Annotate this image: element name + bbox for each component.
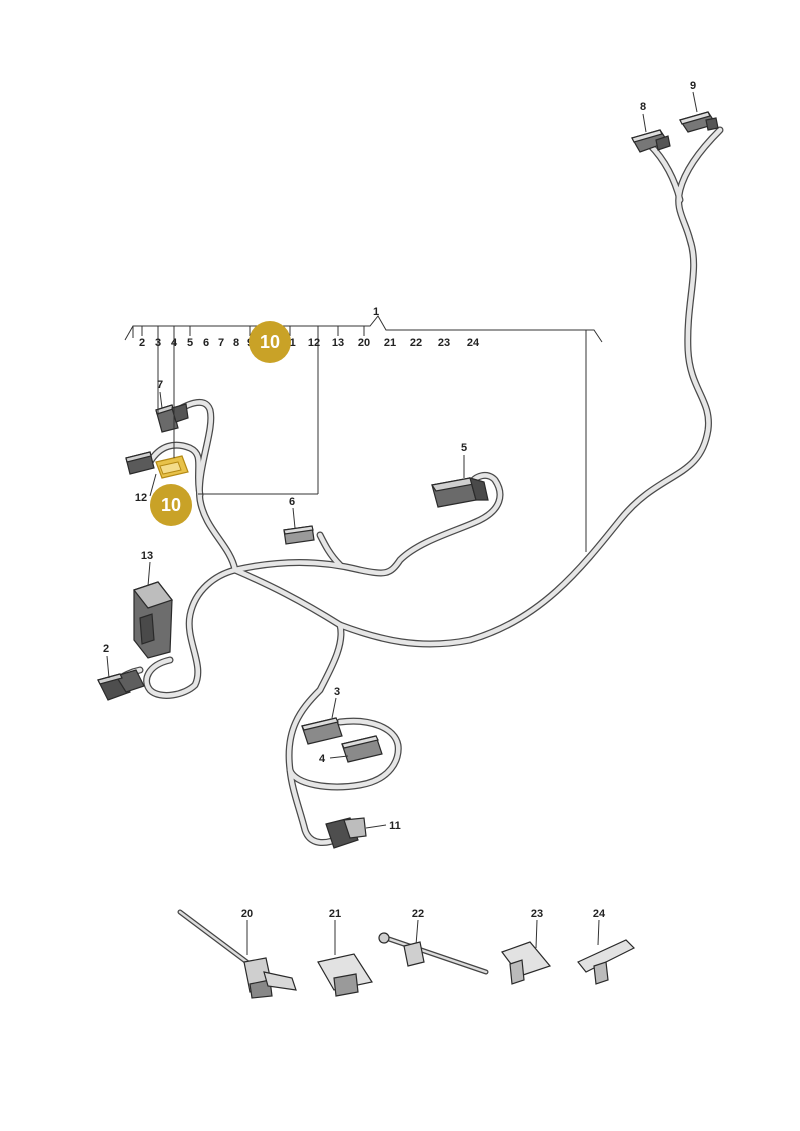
bracket-number-23: 23 bbox=[438, 337, 450, 349]
bracket-number-6: 6 bbox=[203, 337, 209, 349]
connector-3 bbox=[301, 717, 343, 745]
connector-11 bbox=[325, 817, 367, 849]
label-11: 11 bbox=[389, 820, 401, 832]
clip-24 bbox=[577, 939, 636, 985]
bracket-number-2: 2 bbox=[139, 337, 145, 349]
connector-6 bbox=[283, 525, 315, 545]
cable-tie-20 bbox=[177, 909, 297, 999]
label-20: 20 bbox=[241, 908, 253, 920]
connector-12 bbox=[125, 451, 155, 475]
label-1: 1 bbox=[373, 306, 379, 318]
clip-23 bbox=[501, 941, 552, 985]
badge-10-top[interactable]: 10 bbox=[249, 321, 291, 363]
bracket-number-7: 7 bbox=[218, 337, 224, 349]
label-5: 5 bbox=[461, 442, 467, 454]
label-9: 9 bbox=[690, 80, 696, 92]
bracket-number-12: 12 bbox=[308, 337, 320, 349]
bracket-number-24: 24 bbox=[467, 337, 480, 349]
connector-2 bbox=[97, 669, 145, 701]
label-4: 4 bbox=[319, 753, 326, 765]
label-21: 21 bbox=[329, 908, 341, 920]
parts-bracket bbox=[124, 315, 603, 552]
label-23: 23 bbox=[531, 908, 543, 920]
bracket-number-4: 4 bbox=[171, 337, 178, 349]
bracket-number-20: 20 bbox=[358, 337, 370, 349]
label-24: 24 bbox=[593, 908, 606, 920]
bracket-number-row: 234567891112132021222324 bbox=[139, 337, 480, 349]
connector-4 bbox=[341, 735, 383, 763]
badge-10-lower[interactable]: 10 bbox=[150, 484, 192, 526]
bracket-number-22: 22 bbox=[410, 337, 422, 349]
leader-lines bbox=[106, 91, 698, 955]
label-13: 13 bbox=[141, 550, 153, 562]
bracket-number-3: 3 bbox=[155, 337, 161, 349]
bracket-number-21: 21 bbox=[384, 337, 396, 349]
connector-5 bbox=[430, 477, 489, 508]
connector-9 bbox=[679, 111, 719, 133]
connector-7 bbox=[155, 403, 189, 433]
label-3: 3 bbox=[334, 686, 340, 698]
bracket-number-13: 13 bbox=[332, 337, 344, 349]
connector-8 bbox=[631, 129, 671, 153]
wire-harness bbox=[108, 126, 724, 846]
label-12: 12 bbox=[135, 492, 147, 504]
bracket-number-8: 8 bbox=[233, 337, 239, 349]
svg-text:10: 10 bbox=[161, 495, 181, 515]
cable-tie-22 bbox=[378, 932, 489, 975]
label-2: 2 bbox=[103, 643, 109, 655]
bracket-number-5: 5 bbox=[187, 337, 193, 349]
label-7: 7 bbox=[157, 379, 163, 391]
connector-10-highlighted[interactable] bbox=[155, 455, 189, 479]
label-6: 6 bbox=[289, 496, 295, 508]
clip-21 bbox=[317, 953, 373, 997]
label-8: 8 bbox=[640, 101, 646, 113]
svg-text:10: 10 bbox=[260, 332, 280, 352]
connector-13 bbox=[133, 581, 173, 659]
label-22: 22 bbox=[412, 908, 424, 920]
